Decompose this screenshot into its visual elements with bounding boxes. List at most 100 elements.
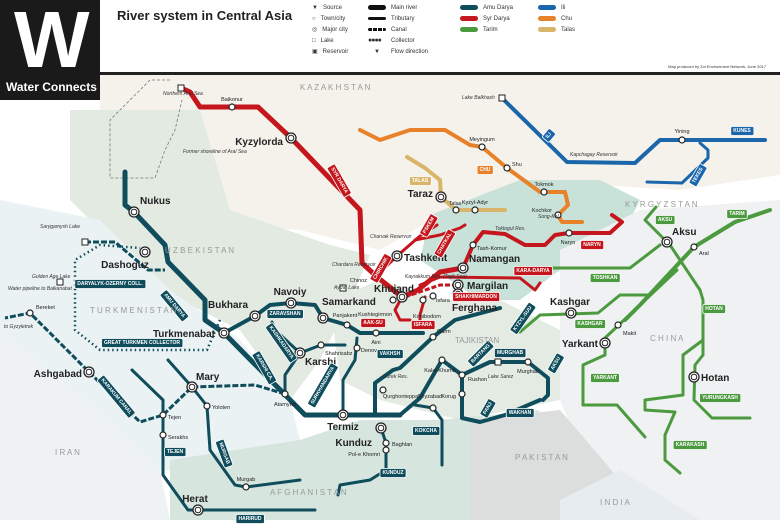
town-label: Makit xyxy=(623,331,637,337)
river-badge: DARYALYK-OZERNY COLL. xyxy=(74,279,147,289)
river-badge: AAK-SU xyxy=(360,318,387,328)
major-city-marker-inner xyxy=(130,208,138,216)
water-connects-logo: W Water Connects xyxy=(0,0,100,100)
town-label: Korug xyxy=(441,394,456,400)
river-badge-label: PANJ xyxy=(482,401,494,415)
town-label: Denov xyxy=(361,348,377,354)
town-label: Kyzyl-Adyr xyxy=(462,200,488,206)
amu-darya-swatch xyxy=(460,5,478,10)
town-label: Shahrisabz xyxy=(325,351,353,357)
river-badge-bg xyxy=(97,374,136,419)
major-city-marker-inner xyxy=(567,309,575,317)
toshkan-river xyxy=(551,243,662,270)
river-badge-bg xyxy=(159,289,189,322)
tajikistan-area xyxy=(330,280,560,420)
river-badge-bg xyxy=(688,163,708,187)
country-label: U Z B E K I S T A N xyxy=(165,246,234,255)
river-badge-bg xyxy=(655,215,676,225)
town-label: Yining xyxy=(674,129,689,135)
major-city-marker-inner xyxy=(377,424,385,432)
major-city-marker-inner xyxy=(296,349,304,357)
river-badge: KUNDUZ xyxy=(379,468,407,478)
town-marker xyxy=(343,321,351,329)
town-label: Tejen xyxy=(168,415,181,421)
river-badge: YARKANT xyxy=(590,373,620,383)
kokcha-river xyxy=(413,403,444,467)
water-body-label: Lake Sarez xyxy=(488,374,514,380)
river-badge-bg xyxy=(251,350,277,385)
river-badge-bg xyxy=(542,128,556,143)
map-title: River system in Central Asia xyxy=(117,8,293,23)
town-label: Baikonur xyxy=(221,97,243,103)
river-badge: GREAT TURKMEN COLLECTOR xyxy=(101,338,184,348)
town-label: Aral xyxy=(699,251,709,257)
logo-letter: W xyxy=(14,0,90,84)
major-city-label: Navoiy xyxy=(274,287,307,298)
major-city-label: Yarkant xyxy=(562,339,599,350)
river-badge-bg xyxy=(215,438,234,469)
water-body-label: Aydar Lake xyxy=(333,285,359,291)
legend-label: Talas xyxy=(561,26,576,33)
town-marker xyxy=(540,188,548,196)
major-city-marker-inner xyxy=(194,506,202,514)
iran-area xyxy=(0,330,170,520)
major-city-label: Taraz xyxy=(408,189,433,200)
river-badge: CHU xyxy=(476,165,494,175)
naryn-river xyxy=(461,213,624,270)
river-badge-label: KOKCHA xyxy=(415,428,437,434)
river-badge-label: TALAS xyxy=(412,178,429,184)
major-city-marker-inner xyxy=(188,383,196,391)
tejen-river xyxy=(130,368,317,512)
river-badge: AKSU xyxy=(655,215,676,225)
water-body-label: Nurek Res. xyxy=(383,374,408,380)
town-marker xyxy=(317,341,325,349)
town-label: Pol-e Khomri xyxy=(348,452,380,458)
water-body-label: Former shoreline of Aral Sea xyxy=(183,149,247,155)
lake-marker xyxy=(177,84,185,92)
karakash-river xyxy=(643,338,705,475)
town-marker xyxy=(228,103,236,111)
river-badge-bg xyxy=(265,322,298,364)
river-badge-label: KUNES xyxy=(733,128,751,134)
river-badge: MURGHAB xyxy=(494,348,527,358)
major-city-marker-inner xyxy=(251,312,259,320)
town-marker xyxy=(458,390,466,398)
town-marker xyxy=(26,309,34,317)
reservoir-icon: ▣ xyxy=(312,49,318,55)
water-body-label: Northern Aral Sea xyxy=(163,91,203,97)
town-marker xyxy=(203,402,211,410)
river-badge-label: NARYN xyxy=(583,242,601,248)
major-city-label: Khujand xyxy=(374,284,414,295)
town-marker xyxy=(372,329,380,337)
town-label: Murgab xyxy=(237,477,256,483)
town-marker xyxy=(159,411,167,419)
legend-label: Tarim xyxy=(483,26,498,33)
legend-label: Chu xyxy=(561,15,573,22)
river-badge: SHAKHIMARDON xyxy=(452,292,501,302)
zaravshan-river xyxy=(222,301,425,335)
main-river-swatch xyxy=(368,5,386,10)
town-marker xyxy=(614,321,622,329)
major-city-label: Tashkent xyxy=(404,253,448,264)
river-badge-bg xyxy=(419,213,439,238)
town-marker xyxy=(678,136,686,144)
legend-label: Tributary xyxy=(391,15,415,22)
town-label: Garm xyxy=(437,329,451,335)
legend-label: Reservoir xyxy=(322,48,349,55)
river-badge: TARIM xyxy=(726,209,748,219)
legend-label: Lake xyxy=(320,37,334,44)
river-badge-bg xyxy=(410,320,436,330)
town-label: Kalai-Khumb xyxy=(424,368,456,374)
river-badge-bg xyxy=(505,408,535,418)
karakum-canal xyxy=(4,311,286,424)
town-marker xyxy=(159,431,167,439)
water-body-label: Charvak Reservoir xyxy=(370,234,412,240)
major-city-marker-inner xyxy=(141,248,149,256)
major-city-label: Turkmenabat xyxy=(153,329,216,340)
kashgar-river xyxy=(518,293,652,334)
lake-icon: □ xyxy=(312,37,316,44)
town-label: Panjakent xyxy=(333,313,358,319)
country-labels: K A Z A K H S T A NU Z B E K I S T A NT … xyxy=(55,83,698,507)
major-city-marker-inner xyxy=(398,293,406,301)
aksu-river xyxy=(643,205,752,420)
